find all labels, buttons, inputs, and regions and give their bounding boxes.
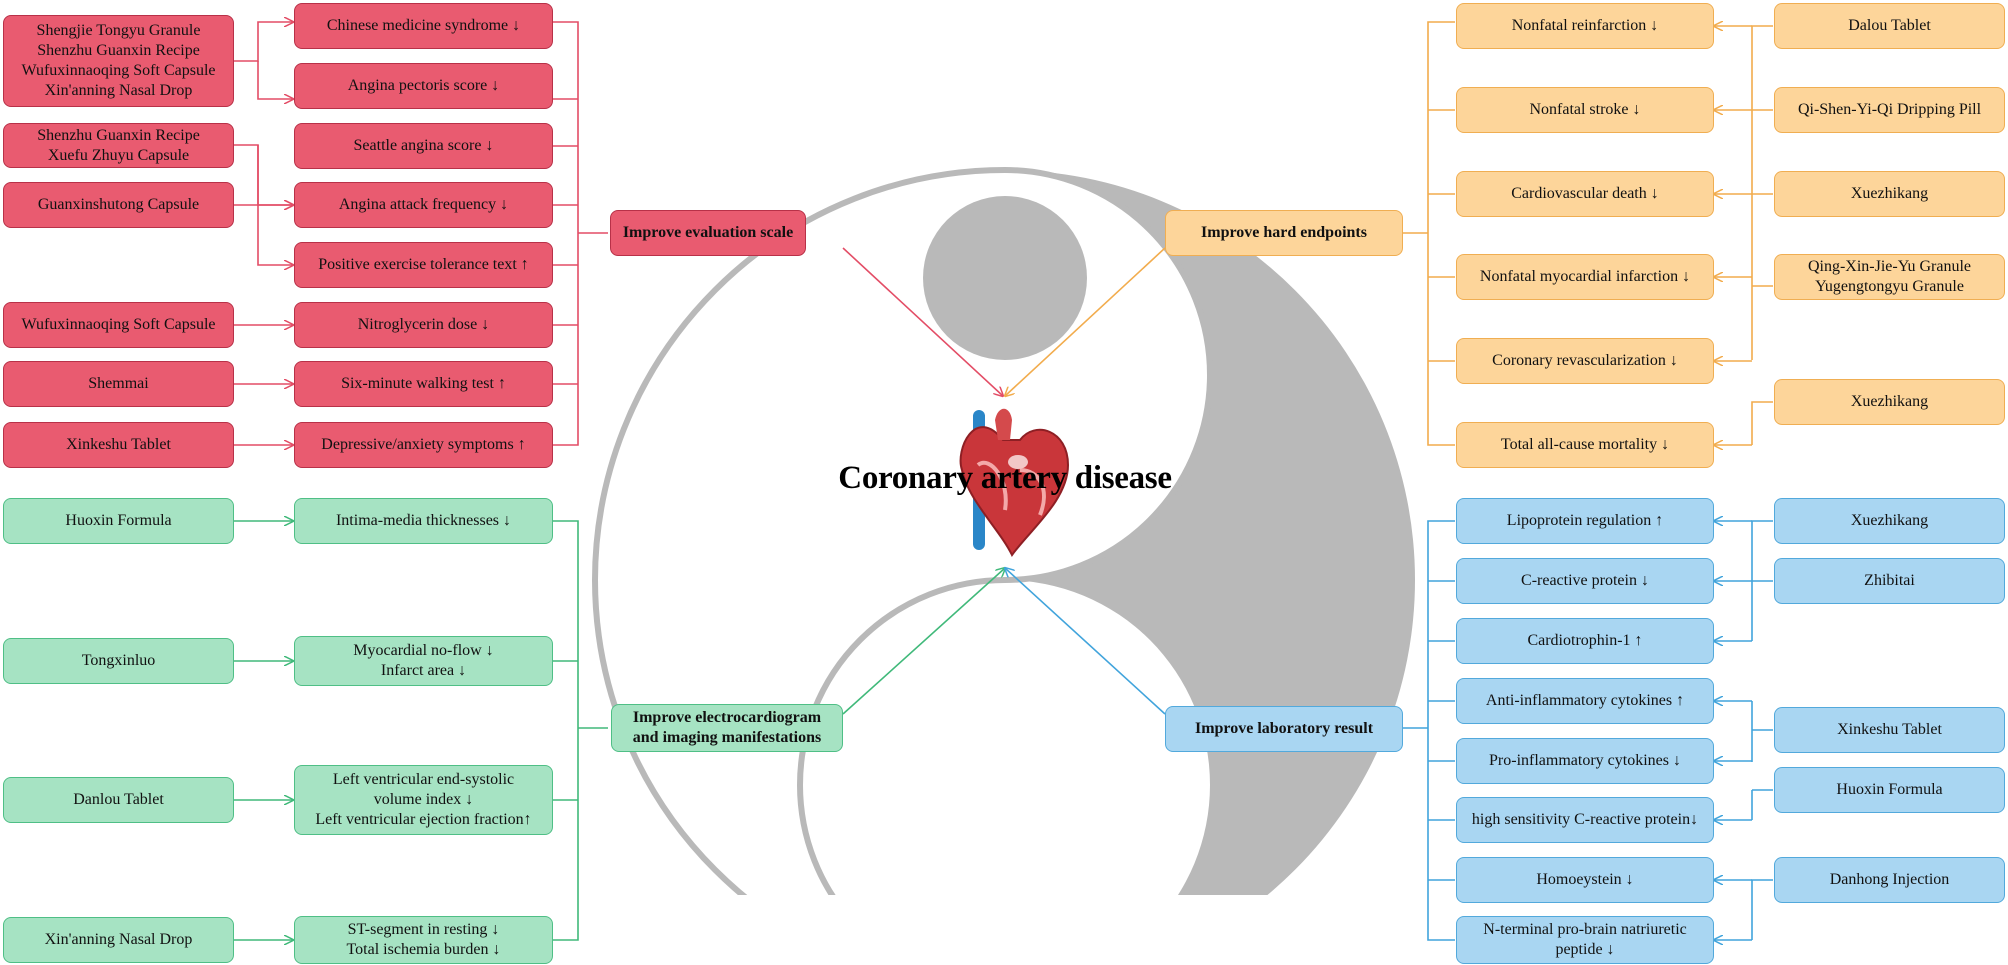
outcome-box: N-terminal pro-brain natriuretic peptide…: [1456, 916, 1714, 964]
medicine-box: Tongxinluo: [3, 638, 234, 684]
hub-hard-endpoints: Improve hard endpoints: [1165, 210, 1403, 256]
outcome-box: Angina attack frequency ↓: [294, 182, 553, 228]
outcome-box: Cardiotrophin-1 ↑: [1456, 618, 1714, 664]
medicine-box: Dalou Tablet: [1774, 3, 2005, 49]
outcome-box: Positive exercise tolerance text ↑: [294, 242, 553, 288]
medicine-box: Huoxin Formula: [3, 498, 234, 544]
outcome-box: C-reactive protein ↓: [1456, 558, 1714, 604]
outcome-box: Nonfatal myocardial infarction ↓: [1456, 254, 1714, 300]
center-title: Coronary artery disease: [838, 460, 1172, 496]
outcome-box: Cardiovascular death ↓: [1456, 171, 1714, 217]
outcome-box: Coronary revascularization ↓: [1456, 338, 1714, 384]
outcome-box: Nonfatal stroke ↓: [1456, 87, 1714, 133]
ecg-connectors: [234, 521, 1005, 940]
medicine-box: Zhibitai: [1774, 558, 2005, 604]
medicine-box: Xinkeshu Tablet: [1774, 707, 2005, 753]
medicine-box: Danhong Injection: [1774, 857, 2005, 903]
medicine-box: Wufuxinnaoqing Soft Capsule: [3, 302, 234, 348]
outcome-box: Chinese medicine syndrome ↓: [294, 3, 553, 49]
outcome-box: Intima-media thicknesses ↓: [294, 498, 553, 544]
outcome-box: Left ventricular end-systolic volume ind…: [294, 765, 553, 835]
medicine-box: Huoxin Formula: [1774, 767, 2005, 813]
outcome-box: Nitroglycerin dose ↓: [294, 302, 553, 348]
laboratory-connectors: [1005, 521, 1773, 940]
medicine-box: Shenzhu Guanxin Recipe Xuefu Zhuyu Capsu…: [3, 123, 234, 168]
outcome-box: Seattle angina score ↓: [294, 123, 553, 169]
medicine-box: Guanxinshutong Capsule: [3, 182, 234, 228]
outcome-box: Angina pectoris score ↓: [294, 63, 553, 109]
medicine-box: Xuezhikang: [1774, 171, 2005, 217]
outcome-box: Nonfatal reinfarction ↓: [1456, 3, 1714, 49]
outcome-box: Six-minute walking test ↑: [294, 361, 553, 407]
hub-laboratory: Improve laboratory result: [1165, 706, 1403, 752]
outcome-box: Myocardial no-flow ↓ Infarct area ↓: [294, 636, 553, 686]
medicine-box: Qing-Xin-Jie-Yu Granule Yugengtongyu Gra…: [1774, 254, 2005, 300]
medicine-box: Xuezhikang: [1774, 498, 2005, 544]
evaluation-connectors: [234, 22, 1003, 445]
outcome-box: Total all-cause mortality ↓: [1456, 422, 1714, 468]
outcome-box: Lipoprotein regulation ↑: [1456, 498, 1714, 544]
outcome-box: Anti-inflammatory cytokines ↑: [1456, 678, 1714, 724]
outcome-box: Pro-inflammatory cytokines ↓: [1456, 738, 1714, 784]
medicine-box: Xin'anning Nasal Drop: [3, 917, 234, 963]
outcome-box: Depressive/anxiety symptoms ↑: [294, 422, 553, 468]
hard-endpoints-connectors: [1005, 22, 1773, 445]
heart-icon: [959, 408, 1070, 557]
hub-evaluation-scale: Improve evaluation scale: [610, 210, 806, 256]
medicine-box: Qi-Shen-Yi-Qi Dripping Pill: [1774, 87, 2005, 133]
outcome-box: Homoeystein ↓: [1456, 857, 1714, 903]
medicine-box: Xuezhikang: [1774, 379, 2005, 425]
medicine-box: Xinkeshu Tablet: [3, 422, 234, 468]
hub-ecg-imaging: Improve electrocardiogram and imaging ma…: [611, 704, 843, 752]
outcome-box: ST-segment in resting ↓ Total ischemia b…: [294, 916, 553, 964]
outcome-box: high sensitivity C-reactive protein↓: [1456, 797, 1714, 843]
medicine-box: Shengjie Tongyu Granule Shenzhu Guanxin …: [3, 15, 234, 107]
medicine-box: Danlou Tablet: [3, 777, 234, 823]
medicine-box: Shemmai: [3, 361, 234, 407]
yin-yang-background: [540, 166, 1470, 965]
